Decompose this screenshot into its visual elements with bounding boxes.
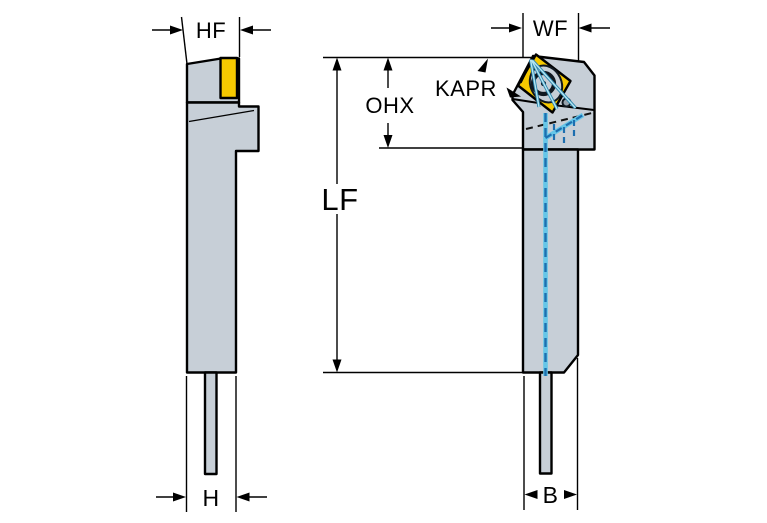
- coolant-channels: [543, 113, 585, 376]
- h-arrowhead-left: [173, 492, 186, 502]
- b-arrowhead-right: [564, 490, 577, 499]
- side-view-insert: [219, 56, 239, 100]
- lf-arrowhead-up: [332, 57, 342, 71]
- side-view-body: [185, 101, 260, 374]
- kapr-arrowhead-upper: [477, 58, 488, 73]
- dimension-hf: HF: [152, 16, 271, 65]
- jet-1: [529, 59, 540, 108]
- lf-label: LF: [321, 182, 358, 217]
- hf-arrowhead-right: [240, 25, 253, 35]
- side-view-parting-line: [188, 109, 255, 123]
- ohx-arrowhead-down: [383, 135, 393, 148]
- wf-arrowhead-right: [578, 23, 592, 33]
- b-label: B: [543, 482, 559, 508]
- side-view-stem: [203, 371, 218, 476]
- b-arrowhead-left: [524, 490, 538, 499]
- front-view-stem: [538, 371, 553, 475]
- wf-arrowhead-left: [509, 23, 522, 33]
- ohx-arrowhead-up: [383, 57, 393, 71]
- hf-arrowhead-left: [170, 25, 183, 35]
- dimension-kapr: KAPR: [435, 58, 521, 101]
- front-view: [511, 53, 596, 475]
- lf-arrowhead-down: [332, 359, 342, 373]
- coolant-centerline-branch: [544, 114, 584, 139]
- side-view: [185, 56, 260, 476]
- dimension-wf: WF: [491, 13, 610, 61]
- ohx-label: OHX: [365, 93, 414, 118]
- kapr-label: KAPR: [435, 76, 497, 101]
- kapr-arrowhead-lower: [506, 87, 521, 98]
- coolant-jets: [528, 59, 577, 110]
- front-view-shank: [521, 148, 580, 374]
- hf-label: HF: [196, 18, 226, 43]
- dimension-h: H: [156, 376, 267, 512]
- jet-2: [530, 59, 558, 110]
- dimension-ohx: OHX: [365, 57, 414, 148]
- wf-label: WF: [533, 16, 568, 41]
- h-label: H: [202, 485, 219, 511]
- dimension-lf: LF: [321, 57, 358, 373]
- hf-ext-line-left: [180, 16, 188, 65]
- dimension-b: B: [523, 358, 579, 510]
- h-arrowhead-right: [236, 492, 250, 502]
- jet-3: [531, 60, 577, 109]
